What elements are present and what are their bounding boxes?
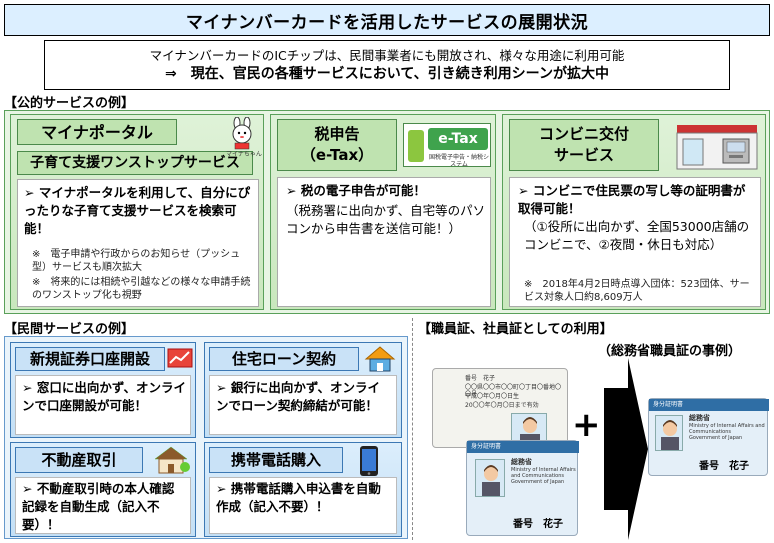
staff-card-photo bbox=[475, 459, 505, 497]
building-icon bbox=[151, 445, 191, 475]
mascot-icon bbox=[225, 116, 259, 151]
arrow-right-icon bbox=[604, 358, 648, 540]
intro-box: マイナンバーカードのICチップは、民間事業者にも開放され、様々な用途に利用可能 … bbox=[44, 40, 730, 90]
konbini-note: ※ 2018年4月2日時点導入団体：523団体、サービス対象人口約8,609万人 bbox=[524, 279, 750, 303]
konbini-title: コンビニ交付 サービス bbox=[509, 119, 659, 171]
private-item-body: ➢ 携帯電話購入申込書を自動作成（記入不要）！ bbox=[209, 477, 397, 534]
section-divider bbox=[412, 318, 413, 540]
mascot-caption: マイナちゃん bbox=[226, 151, 262, 158]
chart-icon bbox=[167, 347, 193, 371]
private-item-body: ➢ 不動産取引時の本人確認記録を自動生成（記入不要）！ bbox=[15, 477, 191, 534]
card-photo bbox=[511, 413, 547, 445]
card-org-en: Ministry of Internal Affairs and Communi… bbox=[689, 423, 765, 435]
mynaportal-subtitle: 子育て支援ワンストップサービス bbox=[17, 151, 253, 175]
card-header: 身分証明書 bbox=[471, 443, 502, 450]
card-org: 総務省 bbox=[689, 414, 710, 422]
etax-figure-icon bbox=[408, 130, 424, 162]
private-item-real-estate: 不動産取引 ➢ 不動産取引時の本人確認記録を自動生成（記入不要）！ bbox=[10, 442, 196, 537]
private-item-body: ➢ 銀行に出向かず、オンラインでローン契約締結が可能！ bbox=[209, 375, 397, 435]
konbini-panel: コンビニ交付 サービス ➢ コンビニで住民票の写し等の証明書が取得可能！ （①役… bbox=[502, 114, 766, 310]
card-org-en2: Government of Japan bbox=[689, 435, 743, 441]
etax-logo-text: e-Tax bbox=[428, 128, 488, 150]
private-section-label: 【民間サービスの例】 bbox=[4, 322, 135, 337]
mynumber-card: 番号 花子 〇〇県〇〇市〇〇町〇丁目〇番地〇〇号 平成〇年〇月〇日生 20〇〇年… bbox=[432, 368, 568, 448]
convenience-store-icon bbox=[673, 121, 761, 171]
staff-id-card: 身分証明書 総務省 Ministry of Internal Affairs a… bbox=[466, 440, 579, 536]
combined-id-card: 身分証明書 総務省 Ministry of Internal Affairs a… bbox=[648, 398, 769, 476]
etax-logo: e-Tax 国税電子申告・納税システム bbox=[403, 123, 491, 168]
card-org-en: Ministry of Internal Affairs and Communi… bbox=[511, 467, 576, 479]
smartphone-icon bbox=[357, 445, 381, 477]
konbini-detail: （①役所に出向かず、全国53000店舗のコンビニで、②夜間・休日も対応） bbox=[524, 219, 750, 252]
card-dob-line: 平成〇年〇月〇日生 bbox=[465, 393, 520, 400]
id-section-label: 【職員証、社員証としての利用】 bbox=[418, 322, 613, 337]
etax-body: ➢ 税の電子申告が可能！ （税務署に出向かず、自宅等のパソコンから申告書を送信可… bbox=[277, 177, 491, 307]
card-name-line: 番号 花子 bbox=[465, 375, 496, 382]
etax-detail: （税務署に出向かず、自宅等のパソコンから申告書を送信可能！） bbox=[286, 203, 486, 236]
id-section-sublabel: （総務省職員証の事例） bbox=[598, 344, 742, 359]
etax-bullet: ➢ 税の電子申告が可能！ bbox=[286, 183, 426, 198]
intro-line1: マイナンバーカードのICチップは、民間事業者にも開放され、様々な用途に利用可能 bbox=[149, 48, 625, 63]
private-item-text: ➢ 不動産取引時の本人確認記録を自動生成（記入不要）！ bbox=[22, 481, 175, 532]
private-item-title: 新規証券口座開設 bbox=[15, 347, 165, 371]
card-header: 身分証明書 bbox=[653, 401, 684, 408]
mynaportal-panel: マイナポータル 子育て支援ワンストップサービス マイナちゃん ➢ マイナポータル… bbox=[10, 114, 264, 310]
card-header-band bbox=[649, 399, 769, 411]
private-item-title: 住宅ローン契約 bbox=[209, 347, 359, 371]
public-section-label: 【公的サービスの例】 bbox=[4, 96, 135, 111]
private-item-securities: 新規証券口座開設 ➢ 窓口に出向かず、オンラインで口座開設が可能！ bbox=[10, 342, 196, 438]
house-icon bbox=[363, 345, 397, 373]
konbini-bullet: ➢ コンビニで住民票の写し等の証明書が取得可能！ bbox=[518, 183, 746, 216]
private-item-body: ➢ 窓口に出向かず、オンラインで口座開設が可能！ bbox=[15, 375, 191, 435]
private-item-text: ➢ 窓口に出向かず、オンラインで口座開設が可能！ bbox=[22, 380, 186, 413]
mynaportal-bullet: ➢ マイナポータルを利用して、自分にぴったりな子育て支援サービスを検索可能！ bbox=[24, 185, 251, 236]
card-name: 番号 花子 bbox=[699, 461, 749, 472]
page-title: マイナンバーカードを活用したサービスの展開状況 bbox=[4, 4, 770, 36]
card-name: 番号 花子 bbox=[513, 519, 563, 530]
etax-logo-caption: 国税電子申告・納税システム bbox=[428, 154, 489, 168]
mynaportal-title: マイナポータル bbox=[17, 119, 177, 145]
etax-panel: 税申告 （e-Tax） e-Tax 国税電子申告・納税システム ➢ 税の電子申告… bbox=[270, 114, 496, 310]
card-address-line: 〇〇県〇〇市〇〇町〇丁目〇番地〇〇号 bbox=[465, 384, 562, 398]
private-item-mobile: 携帯電話購入 ➢ 携帯電話購入申込書を自動作成（記入不要）！ bbox=[204, 442, 402, 537]
card-header-band bbox=[467, 441, 579, 453]
private-item-mortgage: 住宅ローン契約 ➢ 銀行に出向かず、オンラインでローン契約締結が可能！ bbox=[204, 342, 402, 438]
etax-title: 税申告 （e-Tax） bbox=[277, 119, 397, 171]
private-item-title: 携帯電話購入 bbox=[209, 447, 343, 473]
intro-line2: ⇒ 現在、官民の各種サービスにおいて、引き続き利用シーンが拡大中 bbox=[165, 66, 609, 82]
private-item-title: 不動産取引 bbox=[15, 447, 143, 473]
card-org-en2: Government of Japan bbox=[511, 479, 565, 485]
plus-sign: + bbox=[572, 405, 601, 445]
mynaportal-note1: ※ 電子申請や行政からのお知らせ（プッシュ型）サービスも順次拡大 bbox=[32, 249, 241, 273]
card-org: 総務省 bbox=[511, 458, 532, 466]
mynaportal-note2: ※ 将来的には相続や引越などの様々な申請手続のワンストップ化も視野 bbox=[32, 277, 251, 301]
combined-card-photo bbox=[655, 415, 683, 451]
private-item-text: ➢ 携帯電話購入申込書を自動作成（記入不要）！ bbox=[216, 481, 381, 514]
private-item-text: ➢ 銀行に出向かず、オンラインでローン契約締結が可能！ bbox=[216, 380, 380, 413]
mynaportal-body: ➢ マイナポータルを利用して、自分にぴったりな子育て支援サービスを検索可能！ ※… bbox=[17, 179, 259, 307]
konbini-body: ➢ コンビニで住民票の写し等の証明書が取得可能！ （①役所に出向かず、全国530… bbox=[509, 177, 761, 307]
card-expiry-line: 20〇〇年〇月〇日まで有効 bbox=[465, 402, 539, 409]
